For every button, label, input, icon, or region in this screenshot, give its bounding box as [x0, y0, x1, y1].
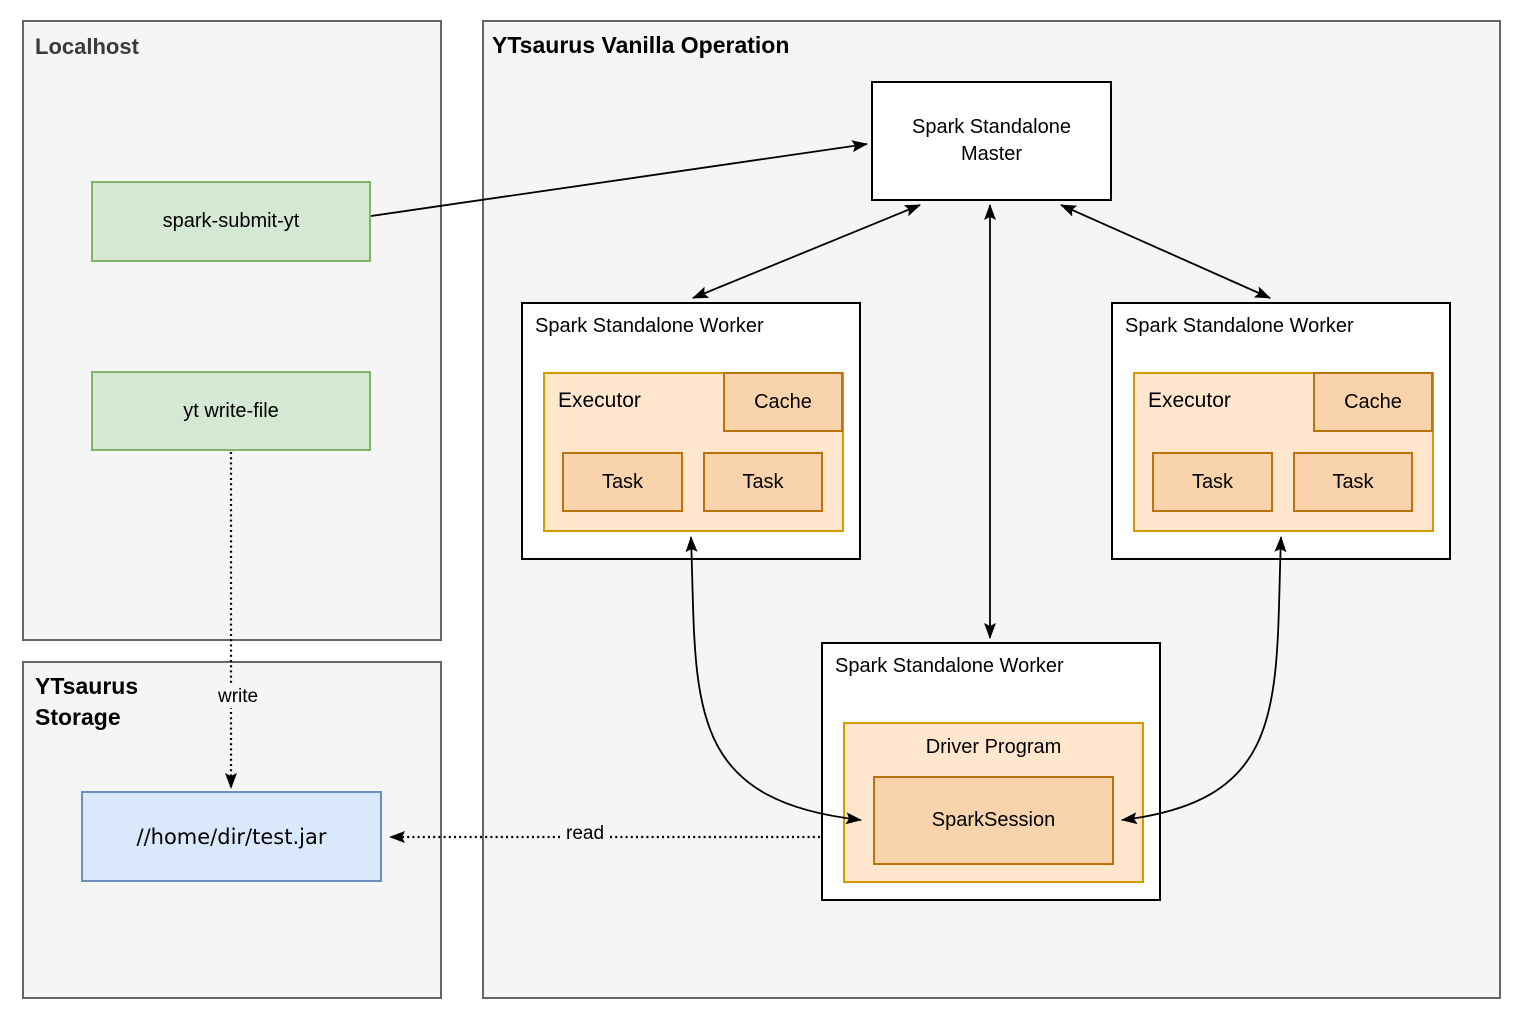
worker-right-title: Spark Standalone Worker — [1125, 315, 1354, 337]
spark-submit-yt-label: spark-submit-yt — [162, 210, 300, 232]
worker-right-executor-label: Executor — [1148, 389, 1231, 412]
worker-right-cache: Cache — [1313, 372, 1433, 432]
localhost-title: Localhost — [35, 34, 139, 59]
worker-left-title: Spark Standalone Worker — [535, 315, 764, 337]
node-spark-submit-yt: spark-submit-yt — [91, 181, 371, 262]
worker-left-task-1-label: Task — [601, 470, 644, 493]
yt-write-file-label: yt write-file — [183, 399, 279, 422]
node-spark-master: Spark Standalone Master — [871, 81, 1112, 201]
node-worker-left: Spark Standalone Worker Executor Cache T… — [521, 302, 861, 560]
worker-right-task-1: Task — [1152, 452, 1273, 512]
worker-left-task-2-label: Task — [742, 470, 784, 493]
worker-right-task-1-label: Task — [1191, 470, 1234, 493]
worker-left-executor: Executor Cache Task Task — [543, 372, 844, 532]
spark-session-label: SparkSession — [931, 809, 1056, 831]
storage-title: YTsaurus Storage — [35, 673, 139, 730]
worker-right-task-2: Task — [1293, 452, 1413, 512]
worker-left-task-1: Task — [562, 452, 683, 512]
spark-session-box: SparkSession — [873, 776, 1114, 865]
operation-title: YTsaurus Vanilla Operation — [492, 32, 790, 58]
node-jar-path: //home/dir/test.jar — [81, 791, 382, 882]
worker-right-executor: Executor Cache Task Task — [1133, 372, 1434, 532]
container-localhost: Localhost — [22, 20, 442, 641]
worker-bottom-title: Spark Standalone Worker — [835, 655, 1064, 677]
edge-label-read: read — [562, 823, 609, 845]
node-yt-write-file: yt write-file — [91, 371, 371, 451]
worker-left-cache-label: Cache — [754, 390, 812, 413]
driver-program-box: Driver Program SparkSession — [843, 722, 1144, 883]
edge-label-write: write — [214, 686, 263, 708]
node-worker-right: Spark Standalone Worker Executor Cache T… — [1111, 302, 1451, 560]
driver-program-label: Driver Program — [925, 736, 1062, 758]
node-worker-bottom: Spark Standalone Worker Driver Program S… — [821, 642, 1161, 901]
worker-left-executor-label: Executor — [558, 389, 641, 412]
worker-right-task-2-label: Task — [1332, 470, 1374, 493]
worker-left-task-2: Task — [703, 452, 823, 512]
worker-left-cache: Cache — [723, 372, 843, 432]
worker-right-cache-label: Cache — [1344, 390, 1402, 413]
spark-master-label: Spark Standalone Master — [911, 116, 1071, 165]
jar-path-label: //home/dir/test.jar — [136, 824, 327, 849]
